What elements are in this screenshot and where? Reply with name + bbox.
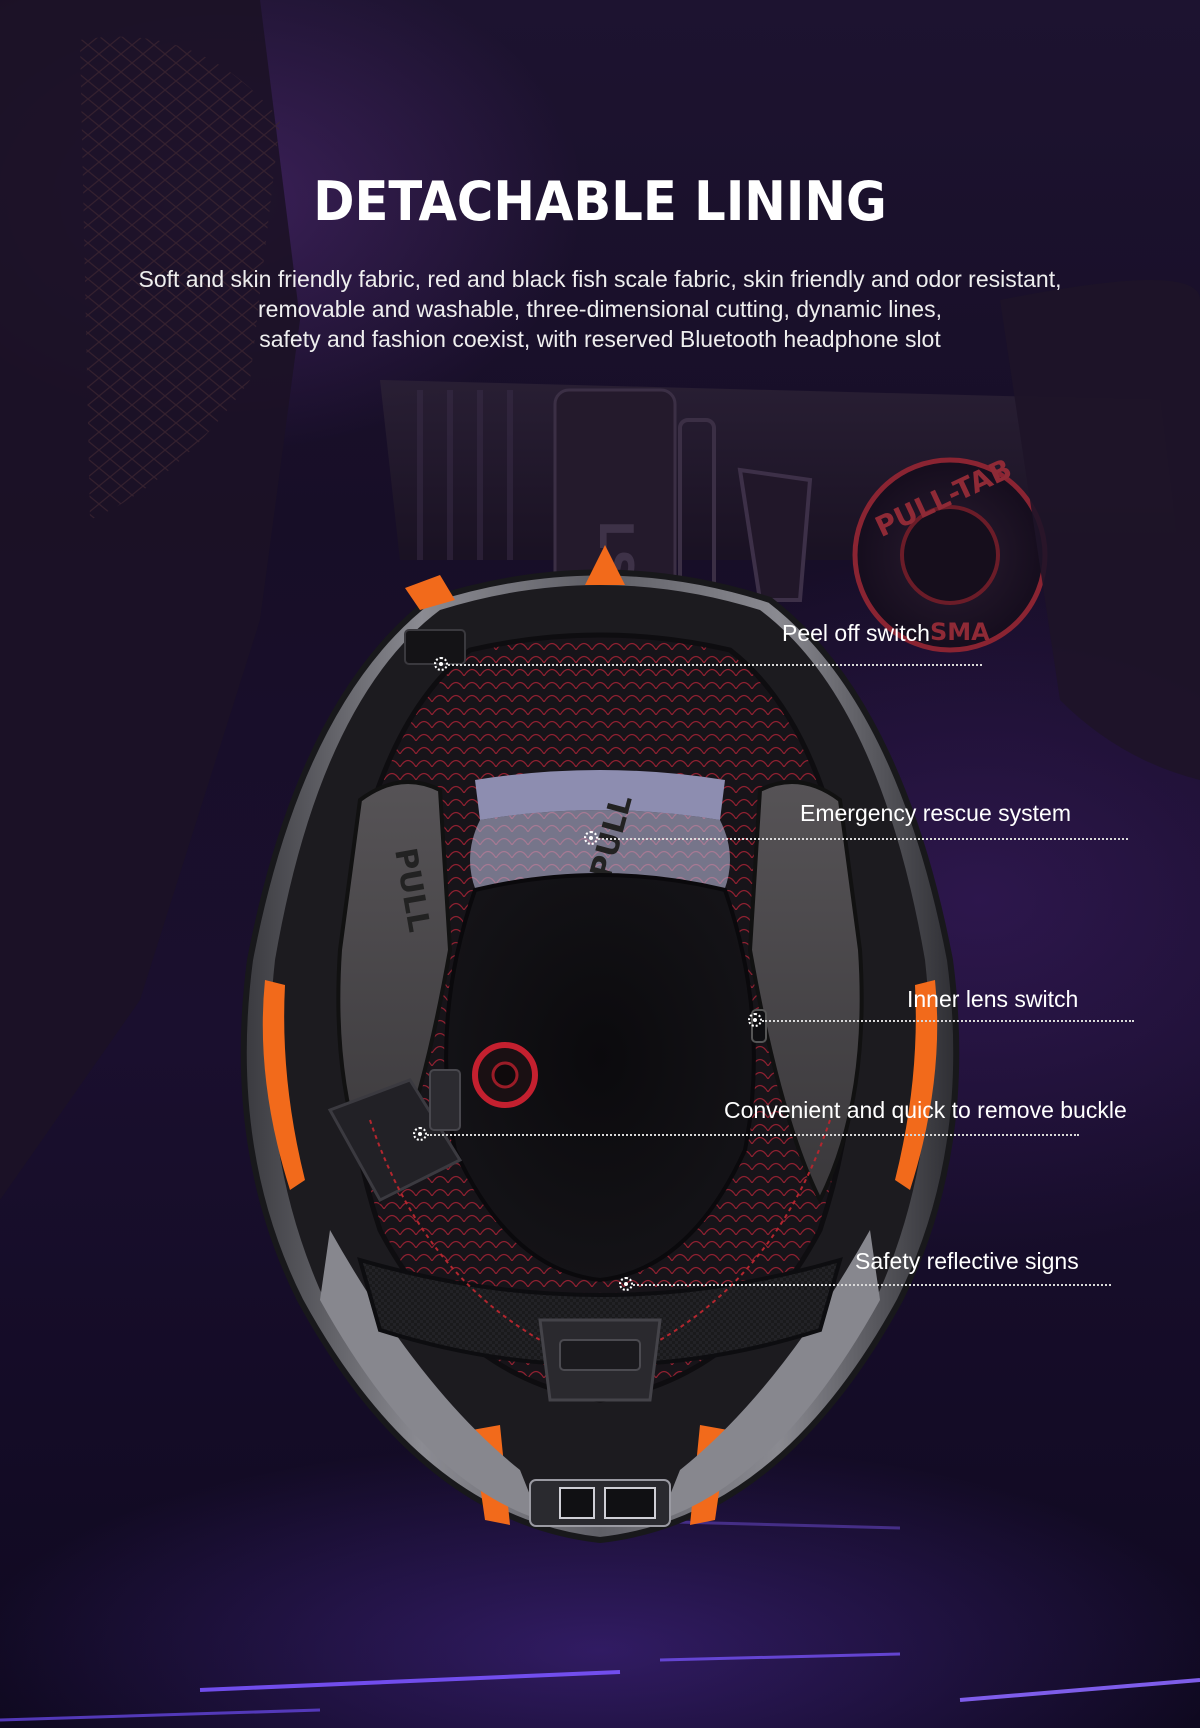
page-title: DETACHABLE LINING	[313, 170, 887, 233]
callout-label-remove-buckle: Convenient and quick to remove buckle	[724, 1097, 1127, 1123]
callout-marker-inner-lens-switch	[748, 1013, 762, 1027]
description-line: removable and washable, three-dimensiona…	[258, 296, 942, 322]
callout-leader-remove-buckle	[427, 1134, 1079, 1136]
callout-marker-safety-reflective-signs	[619, 1277, 633, 1291]
callout-leader-peel-off-switch	[448, 664, 982, 666]
callout-label-safety-reflective-signs: Safety reflective signs	[855, 1248, 1079, 1274]
description-line: safety and fashion coexist, with reserve…	[259, 326, 941, 352]
callout-label-emergency-rescue-system: Emergency rescue system	[800, 800, 1071, 826]
callout-leader-inner-lens-switch	[762, 1020, 1134, 1022]
description: Soft and skin friendly fabric, red and b…	[60, 264, 1140, 354]
description-line: Soft and skin friendly fabric, red and b…	[138, 266, 1062, 292]
callout-leader-emergency-rescue-system	[598, 838, 1128, 840]
callout-marker-emergency-rescue-system	[584, 831, 598, 845]
callout-marker-peel-off-switch	[434, 657, 448, 671]
callout-leader-safety-reflective-signs	[633, 1284, 1111, 1286]
callout-label-peel-off-switch: Peel off switch	[782, 620, 930, 646]
callout-label-inner-lens-switch: Inner lens switch	[907, 986, 1079, 1012]
callout-marker-remove-buckle	[413, 1127, 427, 1141]
svg-text:SMA: SMA	[930, 618, 990, 646]
